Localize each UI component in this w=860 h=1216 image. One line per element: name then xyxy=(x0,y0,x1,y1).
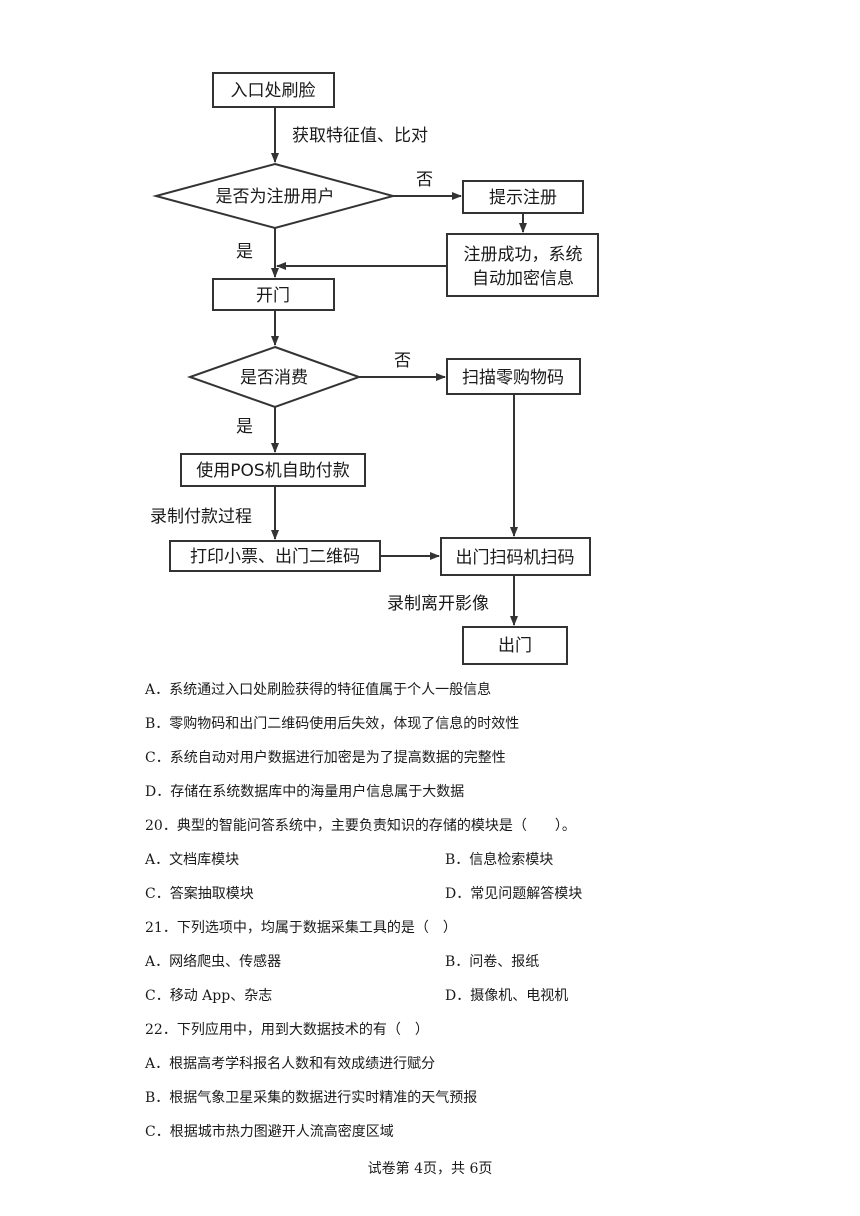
yes-label-2: 是 xyxy=(236,417,253,437)
q21-option-b: B．问卷、报纸 xyxy=(445,954,540,970)
exit-box xyxy=(462,626,568,665)
entry-box xyxy=(212,72,335,108)
exit-scanner-label: 出门扫码机扫码 xyxy=(456,548,575,568)
q22-stem: 22．下列应用中，用到大数据技术的有（ ） xyxy=(145,1022,429,1038)
q20-option-c: C．答案抽取模块 xyxy=(145,886,254,902)
open-door-box xyxy=(212,278,335,311)
decision-consume-label: 是否消费 xyxy=(240,368,308,388)
q20-option-b: B．信息检索模块 xyxy=(445,852,554,868)
q19-option-c: C．系统自动对用户数据进行加密是为了提高数据的完整性 xyxy=(145,750,506,766)
yes-label-1: 是 xyxy=(236,242,253,262)
q22-option-a: A．根据高考学科报名人数和有效成绩进行赋分 xyxy=(145,1056,436,1072)
no-label-1: 否 xyxy=(416,170,433,190)
q19-option-d: D．存储在系统数据库中的海量用户信息属于大数据 xyxy=(145,784,465,800)
prompt-register-label: 提示注册 xyxy=(489,188,557,208)
q21-stem: 21．下列选项中，均属于数据采集工具的是（ ） xyxy=(145,920,457,936)
q22-option-c: C．根据城市热力图避开人流高密度区域 xyxy=(145,1124,394,1140)
no-label-2: 否 xyxy=(394,351,411,371)
q20-option-d: D．常见问题解答模块 xyxy=(445,886,583,902)
get-compare-label: 获取特征值、比对 xyxy=(292,126,428,146)
q20-option-a: A．文档库模块 xyxy=(145,852,240,868)
q19-option-b: B．零购物码和出门二维码使用后失效，体现了信息的时效性 xyxy=(145,716,520,732)
decision-registered-label: 是否为注册用户 xyxy=(216,187,335,207)
pos-box xyxy=(180,453,366,487)
q21-option-c: C．移动 App、杂志 xyxy=(145,988,273,1004)
q21-option-d: D．摄像机、电视机 xyxy=(445,988,569,1004)
pos-label: 使用POS机自助付款 xyxy=(196,460,349,481)
q20-stem: 20．典型的智能问答系统中，主要负责知识的存储的模块是（ ）。 xyxy=(145,818,576,834)
register-success-line2: 自动加密信息 xyxy=(472,269,574,289)
page-footer: 试卷第 4页，共 6页 xyxy=(367,1161,493,1177)
print-label: 打印小票、出门二维码 xyxy=(190,547,360,567)
q22-option-b: B．根据气象卫星采集的数据进行实时精准的天气预报 xyxy=(145,1090,478,1106)
record-payment-label: 录制付款过程 xyxy=(150,507,252,527)
entry-label: 入口处刷脸 xyxy=(231,81,316,101)
flowchart: 入口处刷脸 获取特征值、比对 是否为注册用户 否 提示注册 注册成功，系统 自动… xyxy=(150,72,599,665)
record-leave-label: 录制离开影像 xyxy=(387,594,489,614)
register-success-line1: 注册成功，系统 xyxy=(464,245,583,265)
scan-items-label: 扫描零购物码 xyxy=(462,368,564,388)
open-door-label: 开门 xyxy=(256,286,290,306)
exit-label: 出门 xyxy=(498,636,532,656)
q19-option-a: A．系统通过入口处刷脸获得的特征值属于个人一般信息 xyxy=(145,682,492,698)
exit-scanner-box xyxy=(440,537,591,576)
q21-option-a: A．网络爬虫、传感器 xyxy=(145,954,282,970)
